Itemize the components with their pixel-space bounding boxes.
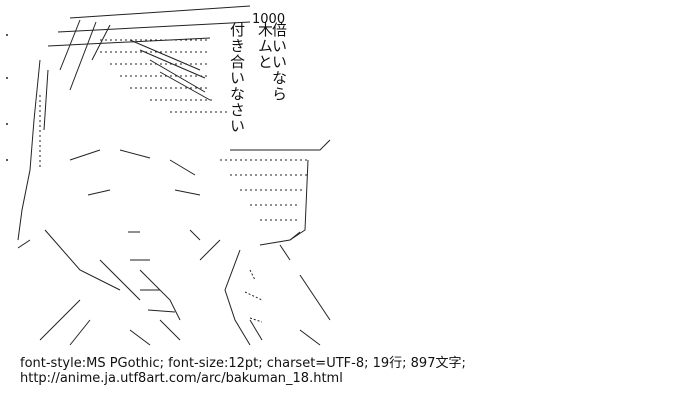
footer-meta: font-style:MS PGothic; font-size:12pt; c… bbox=[20, 356, 466, 371]
speech-column-3: 付き合いなさい bbox=[228, 22, 246, 134]
speech-column-2: 木ムと bbox=[256, 22, 274, 70]
footer: font-style:MS PGothic; font-size:12pt; c… bbox=[20, 356, 466, 386]
speech-number: 1000 bbox=[252, 12, 286, 27]
speech-column-1: 倍いいなら bbox=[270, 22, 288, 102]
footer-url[interactable]: http://anime.ja.utf8art.com/arc/bakuman_… bbox=[20, 371, 343, 386]
